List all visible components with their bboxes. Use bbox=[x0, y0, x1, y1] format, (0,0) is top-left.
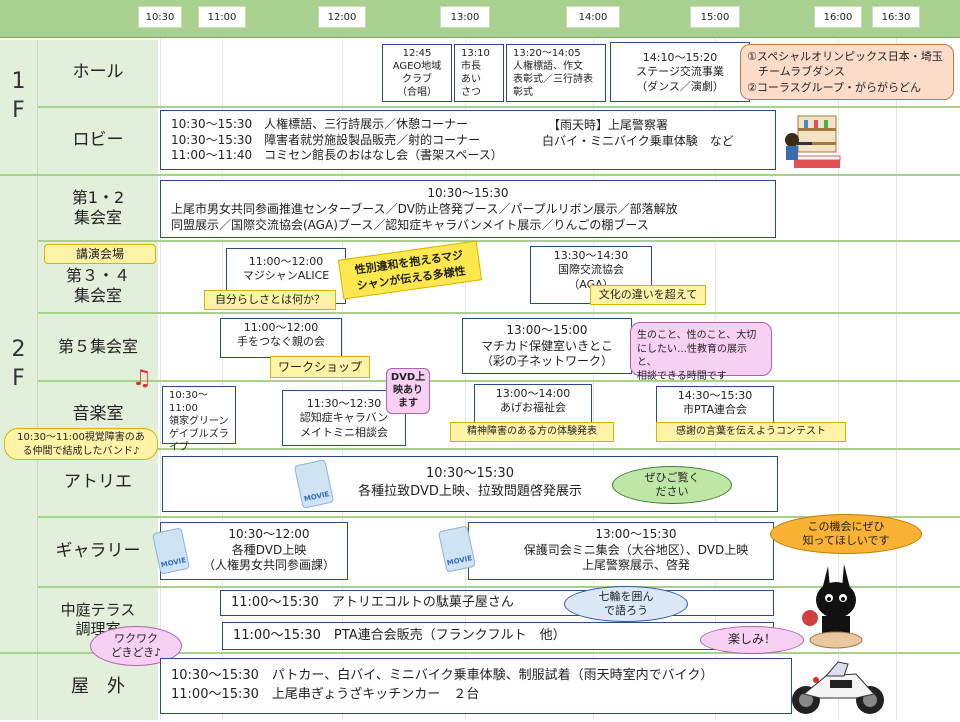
hall-event-stage: 14:10～15:20 ステージ交流事業 （ダンス／演劇） bbox=[610, 42, 750, 102]
music-event-pta: 14:30～15:30 市PTA連合会 bbox=[656, 386, 774, 426]
lobby-rain-2: 白バイ・ミニバイク乗車体験 など bbox=[542, 134, 734, 148]
terrace-side-bubble: ワクワク どきどき♪ bbox=[90, 626, 182, 666]
row-divider bbox=[38, 380, 960, 382]
time-tick: 12:00 bbox=[318, 6, 366, 28]
lobby-line-1: 10:30～15:30 人権標語、三行詩展示／休憩コーナー bbox=[171, 117, 469, 131]
row-divider bbox=[0, 652, 960, 654]
music-note-icon: ♫ bbox=[132, 366, 152, 391]
grid-line bbox=[465, 38, 466, 720]
lobby-line-3: 11:00～11:40 コミセン館長のおはなし会（書架スペース） bbox=[171, 148, 503, 163]
row-divider bbox=[38, 240, 960, 242]
lobby-schedule: 10:30～15:30 人権標語、三行詩展示／休憩コーナー 10:30～15:3… bbox=[160, 110, 776, 170]
music-event-band: 10:30～11:00 領家グリーン ゲイブルズラ イブ bbox=[162, 386, 236, 453]
terrace-bubble-text: 七輪を囲ん で語ろう bbox=[598, 589, 654, 617]
music-tag-mental: 精神障害のある方の体験発表 bbox=[450, 422, 614, 442]
music-band-note: 10:30～11:00視覚障害のあ る仲間で結成したバンド♪ bbox=[4, 428, 158, 460]
terrace-event-dagashi: 11:00～15:30 アトリエコルトの駄菓子屋さん bbox=[220, 590, 774, 616]
grid-line bbox=[160, 38, 161, 720]
grid-line bbox=[342, 38, 343, 720]
terrace-bubble-shichirin: 七輪を囲ん で語ろう bbox=[564, 586, 688, 622]
grid-line bbox=[593, 38, 594, 720]
room-atelier: アトリエ bbox=[38, 450, 158, 516]
room-12: 第1・2 集会室 bbox=[38, 176, 158, 240]
gallery-event-dvd: 10:30～12:00 各種DVD上映 （人権男女共同参画課） bbox=[160, 522, 348, 580]
time-tick: 16:00 bbox=[814, 6, 862, 28]
outside-schedule: 10:30～15:30 パトカー、白バイ、ミニバイク乗車体験、制服試着（雨天時室… bbox=[160, 658, 792, 714]
row-divider bbox=[38, 312, 960, 314]
time-tick: 10:30 bbox=[138, 6, 182, 28]
floor-1f: 1 F bbox=[0, 40, 38, 174]
r5-event-health-room: 13:00～15:00 マチカド保健室いきとこ （彩の子ネットワーク） bbox=[462, 318, 632, 374]
lobby-rain-1: 【雨天時】上尾警察署 bbox=[548, 118, 669, 132]
r34-magician-note: 性別違和を抱えるマジ シャンが伝える多様性 bbox=[337, 240, 483, 300]
r12-line-2: 同盟展示／国際交流協会(AGA)ブース／認知症キャラバンメイト展示／りんごの棚ブ… bbox=[171, 218, 649, 233]
room-hall: ホール bbox=[38, 40, 158, 106]
row-divider bbox=[0, 174, 960, 176]
row-divider bbox=[38, 516, 960, 518]
r12-booths: 10:30～15:30 上尾市男女共同参画推進センターブース／DV防止啓発ブース… bbox=[160, 180, 776, 238]
gallery-event-hogoshi: 13:00～15:30 保護司会ミニ集会（大谷地区）、DVD上映 上尾警察展示、… bbox=[468, 522, 774, 580]
grid-line bbox=[838, 38, 839, 720]
terrace-bubble-text: 楽しみ！ bbox=[727, 632, 776, 647]
time-tick: 13:00 bbox=[440, 6, 490, 28]
room-lobby: ロビー bbox=[38, 108, 158, 174]
time-tick: 11:00 bbox=[198, 6, 246, 28]
hall-event-awards: 13:20～14:05 人権標語、作文 表彰式／三行詩表 彰式 bbox=[506, 44, 606, 102]
grid-line bbox=[896, 38, 897, 720]
row-divider bbox=[38, 448, 960, 450]
music-event-dementia: 11:30～12:30 認知症キャラバン メイトミニ相談会 bbox=[282, 390, 406, 446]
row-divider bbox=[38, 106, 960, 108]
r5-tag-workshop: ワークショップ bbox=[270, 356, 370, 378]
r34-tag-self: 自分らしさとは何か？ bbox=[204, 290, 336, 310]
gallery-bubble-text: この機会にぜひ 知ってほしいです bbox=[802, 519, 890, 547]
gallery-bubble: この機会にぜひ 知ってほしいです bbox=[770, 514, 922, 554]
room-gallery: ギャラリー bbox=[38, 518, 158, 586]
room-5: 第５集会室 bbox=[38, 314, 158, 380]
r5-health-note: 生のこと、性のこと、大切 にしたい…性教育の展示と、 相談できる時間です bbox=[630, 322, 772, 382]
row-divider bbox=[38, 586, 960, 588]
mascot-illustration bbox=[800, 560, 870, 652]
hall-event-mayor: 13:10 市長 あい さつ bbox=[454, 44, 504, 102]
room-label: ロビー bbox=[72, 130, 124, 151]
r12-line-1: 上尾市男女共同参画推進センターブース／DV防止啓発ブース／パープルリボン展示／部… bbox=[171, 202, 678, 217]
terrace-event-pta-sale: 11:00～15:30 PTA連合会販売（フランクフルト 他） bbox=[222, 622, 774, 650]
r12-time: 10:30～15:30 bbox=[427, 186, 509, 200]
terrace-side-text: ワクワク どきどき♪ bbox=[110, 631, 162, 659]
hall-note-callout: ①スペシャルオリンピックス日本・埼玉 チームラブダンス ②コーラスグループ・がら… bbox=[740, 44, 954, 100]
lobby-line-2: 10:30～15:30 障害者就労施設製品販売／射的コーナー bbox=[171, 132, 481, 147]
atelier-text: 各種拉致DVD上映、拉致問題啓発展示 bbox=[358, 484, 582, 500]
r34-tag-culture: 文化の違いを超えて bbox=[590, 285, 706, 305]
music-tag-thanks: 感謝の言葉を伝えようコンテスト bbox=[656, 422, 846, 442]
floor-2f: 2 F bbox=[0, 176, 38, 652]
music-dvd-badge: DVD上 映あり ます bbox=[386, 368, 430, 414]
time-tick: 16:30 bbox=[872, 6, 920, 28]
floor-outside bbox=[0, 654, 38, 720]
atelier-time: 10:30～15:30 bbox=[426, 466, 514, 481]
outside-line-1: 10:30～15:30 パトカー、白バイ、ミニバイク乗車体験、制服試着（雨天時室… bbox=[171, 668, 714, 683]
room-label: ホール bbox=[72, 62, 124, 83]
music-event-ageo-welfare: 13:00～14:00 あげお福祉会 bbox=[474, 384, 592, 424]
atelier-bubble-text: ぜひご覧く ださい bbox=[644, 470, 700, 498]
r5-event-parents: 11:00～12:00 手をつなぐ親の会 bbox=[220, 318, 342, 358]
police-motorcycle-illustration bbox=[786, 654, 890, 718]
outside-line-2: 11:00～15:30 上尾串ぎょうざキッチンカー ２台 bbox=[171, 686, 480, 702]
r34-lecture-label: 講演会場 bbox=[44, 244, 156, 264]
shooting-game-illustration bbox=[784, 112, 842, 172]
time-tick: 14:00 bbox=[566, 6, 620, 28]
grid-line bbox=[715, 38, 716, 720]
atelier-bubble: ぜひご覧く ださい bbox=[612, 466, 732, 504]
hall-event-ageo-club: 12:45 AGEO地域 クラブ （合唱） bbox=[382, 44, 452, 102]
grid-line bbox=[222, 38, 223, 720]
terrace-bubble-fun: 楽しみ！ bbox=[700, 626, 804, 654]
time-tick: 15:00 bbox=[690, 6, 740, 28]
